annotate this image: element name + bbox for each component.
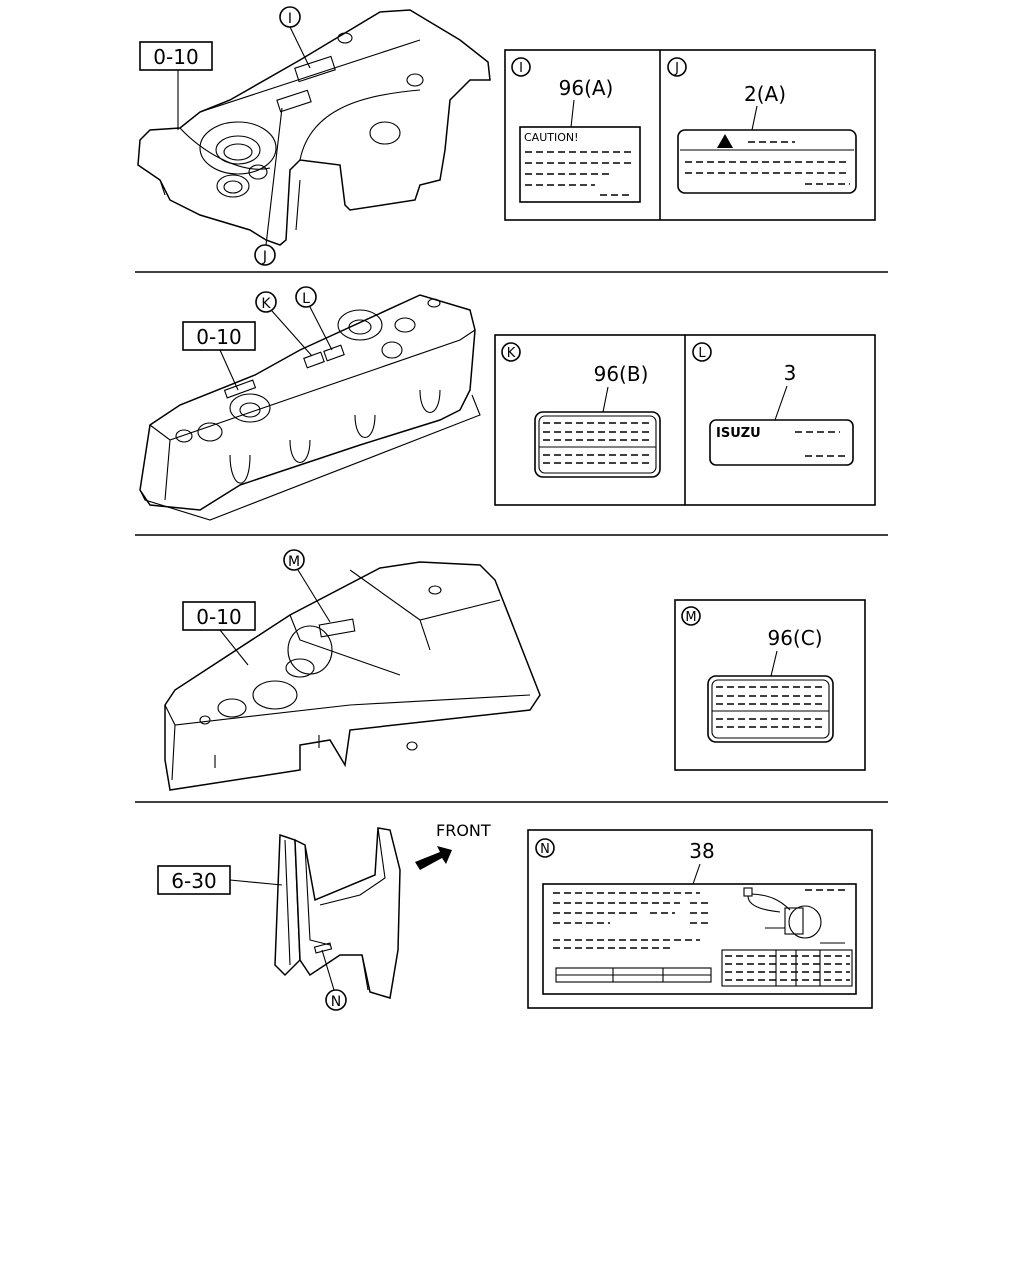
- svg-text:L: L: [698, 346, 706, 361]
- caution-heading: CAUTION!: [524, 131, 579, 144]
- section-2: 0-10 K L K 96(B): [139, 286, 876, 521]
- part-number-96a: 96(A): [559, 76, 614, 100]
- svg-text:I: I: [288, 11, 292, 27]
- svg-text:L: L: [302, 291, 310, 307]
- part-number-96c: 96(C): [767, 626, 822, 650]
- svg-text:N: N: [540, 842, 550, 857]
- callout-marker-n: N: [321, 949, 347, 1011]
- label-detail-box: I 96(A) CAUTION! J 2(A): [504, 49, 876, 221]
- svg-text:M: M: [288, 554, 300, 570]
- svg-text:K: K: [507, 346, 516, 361]
- svg-text:J: J: [262, 249, 267, 265]
- svg-text:K: K: [261, 296, 271, 312]
- part-number-3: 3: [784, 361, 797, 385]
- label-panel-k: K 96(B): [501, 342, 661, 478]
- isuzu-brand-text: ISUZU: [716, 426, 761, 441]
- section-4: 6-30 FRONT N N 38: [157, 821, 873, 1011]
- cover-part-drawing: [137, 9, 491, 246]
- svg-text:I: I: [519, 61, 523, 76]
- callout-marker-j: J: [254, 107, 283, 266]
- label-detail-box: M 96(C): [674, 599, 866, 771]
- label-panel-m: M 96(C): [681, 606, 834, 743]
- ref-label: 0-10: [196, 325, 241, 349]
- label-panel-i: I 96(A) CAUTION!: [511, 57, 641, 203]
- label-detail-box: N 38: [527, 829, 873, 1009]
- ref-label: 0-10: [153, 45, 198, 69]
- ref-box: 0-10: [182, 321, 256, 391]
- front-direction-indicator: FRONT: [415, 821, 491, 870]
- front-label: FRONT: [436, 821, 491, 840]
- spec-table: [555, 949, 853, 987]
- svg-text:J: J: [674, 61, 679, 76]
- label-panel-n: N 38: [535, 838, 857, 995]
- rocker-cover-drawing: [139, 294, 481, 521]
- svg-text:N: N: [331, 994, 341, 1010]
- front-arrow-icon: [415, 846, 452, 870]
- ref-label: 0-10: [196, 605, 241, 629]
- warning-triangle-icon: [717, 134, 733, 148]
- ref-box: 0-10: [182, 601, 256, 666]
- callout-marker-m: M: [283, 549, 331, 623]
- callout-marker-i: I: [279, 6, 311, 69]
- cover-plate-drawing: [164, 561, 541, 791]
- bracket-drawing: [274, 827, 401, 999]
- part-number-96b: 96(B): [594, 362, 649, 386]
- part-number-2a: 2(A): [744, 82, 786, 106]
- callout-marker-l: L: [295, 286, 333, 351]
- ref-box: 0-10: [139, 41, 213, 130]
- label-panel-j: J 2(A): [667, 57, 857, 194]
- section-1: 0-10 I J I 96(A) CAUTION!: [137, 6, 876, 266]
- section-3: 0-10 M M 96(C): [164, 549, 866, 791]
- label-detail-box: K 96(B) L 3 ISUZU: [494, 334, 876, 506]
- ref-label: 6-30: [171, 869, 216, 893]
- part-number-38: 38: [689, 839, 714, 863]
- svg-text:M: M: [685, 610, 696, 625]
- callout-marker-k: K: [255, 291, 313, 357]
- label-panel-l: L 3 ISUZU: [692, 342, 854, 466]
- ref-box: 6-30: [157, 865, 283, 895]
- connector-icon: [743, 887, 845, 944]
